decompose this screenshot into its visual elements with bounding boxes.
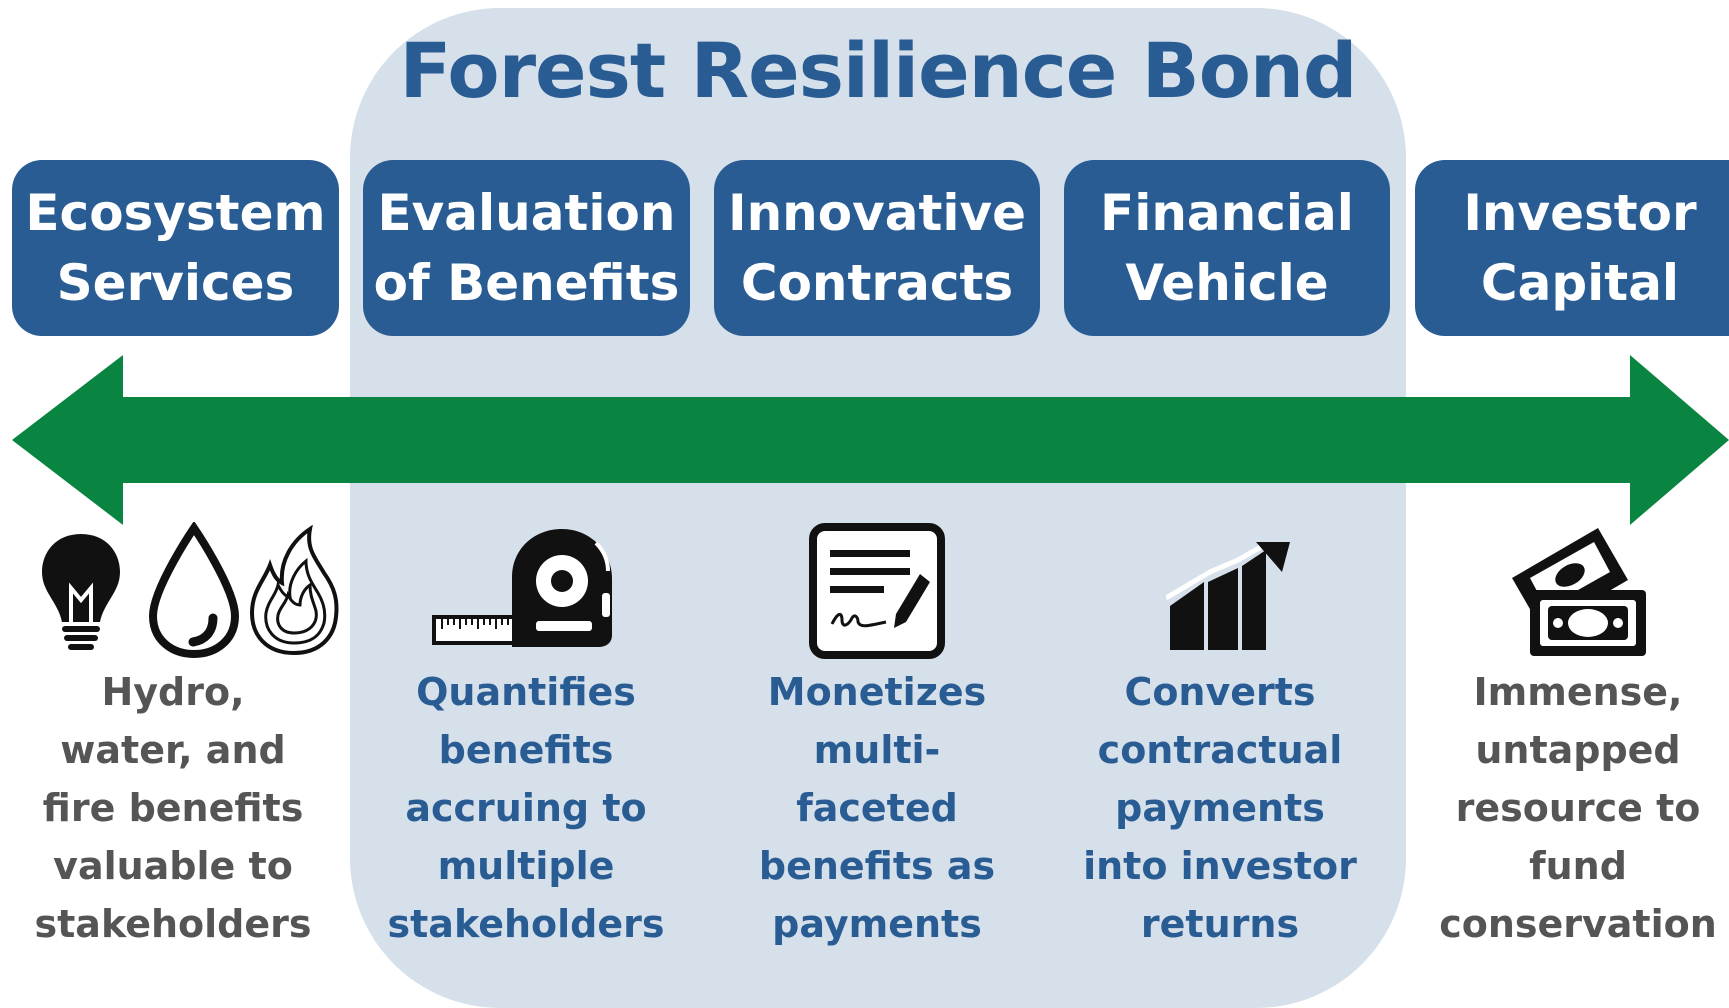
box-ecosystem-services: Ecosystem Services	[12, 160, 339, 336]
money-icon	[1512, 528, 1646, 656]
signed-contract-icon	[809, 523, 945, 659]
box-financial-vehicle: Financial Vehicle	[1064, 160, 1390, 336]
diagram-title: Forest Resilience Bond	[399, 26, 1358, 115]
box-innovative-contracts: Innovative Contracts	[714, 160, 1040, 336]
box-evaluation-of-benefits: Evaluation of Benefits	[363, 160, 690, 336]
box-investor-capital: Investor Capital	[1415, 160, 1729, 336]
desc-investor-capital: Immense, untapped resource to fund conse…	[1439, 670, 1717, 946]
double-arrow-shape	[12, 355, 1729, 525]
desc-innovative-contracts: Monetizes multi- faceted benefits as pay…	[758, 670, 996, 946]
desc-ecosystem-services: Hydro, water, and fire benefits valuable…	[34, 670, 312, 946]
desc-financial-vehicle: Converts contractual payments into inves…	[1083, 670, 1357, 946]
double-arrow	[12, 355, 1729, 525]
water-drop-icon	[148, 522, 240, 659]
fire-icon	[249, 525, 339, 656]
lightbulb-icon	[42, 534, 120, 650]
desc-evaluation-of-benefits: Quantifies benefits accruing to multiple…	[387, 670, 665, 946]
tape-measure-icon	[432, 529, 612, 647]
growth-chart-icon	[1166, 542, 1290, 650]
